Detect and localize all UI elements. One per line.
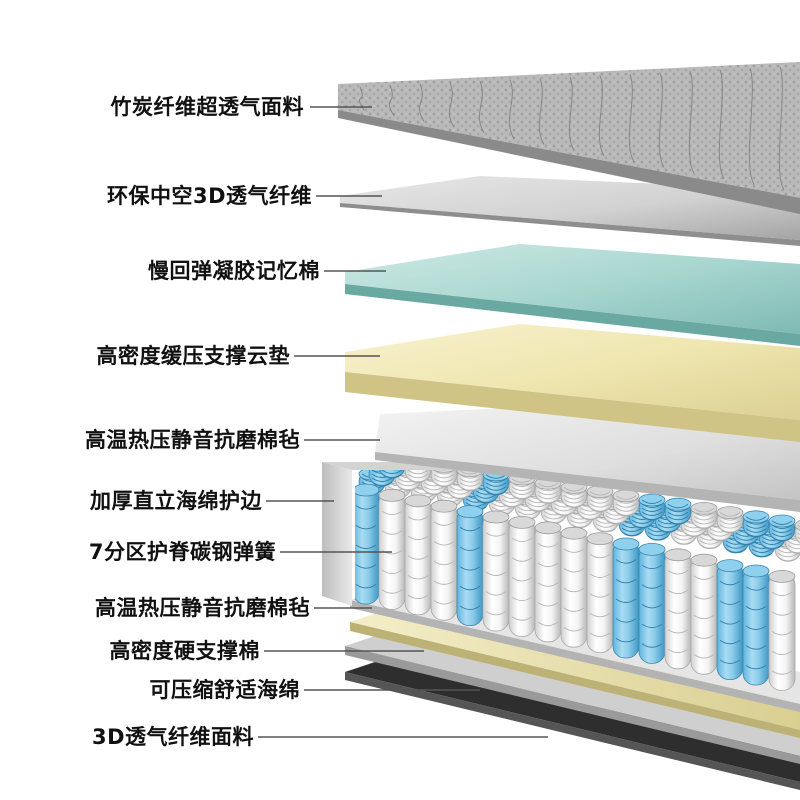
label-hollow-3d-fiber: 环保中空3D透气纤维 — [106, 184, 312, 208]
pocket-spring — [378, 470, 406, 479]
pocket-spring — [612, 537, 640, 659]
label-compressible-sponge: 可压缩舒适海绵 — [149, 678, 300, 702]
label-support-cloud-pad: 高密度缓压支撑云垫 — [96, 344, 290, 368]
quilt-stitch-line — [658, 72, 665, 168]
bottom-3d-fabric-layer — [345, 662, 800, 790]
pocket-spring — [430, 470, 458, 487]
pocket-spring — [768, 570, 796, 691]
quilt-stitch-line — [718, 69, 725, 180]
pocket-spring — [768, 514, 796, 542]
quilt-stitch-line — [538, 78, 545, 145]
quilt-stitch-line — [358, 86, 365, 111]
quilt-stitch-line — [568, 76, 575, 151]
pocket-spring — [586, 485, 614, 513]
pocket-spring — [404, 470, 432, 483]
label-felt-pad-lower: 高温热压静音抗磨棉毡 — [95, 596, 310, 620]
label-zoned-springs: 7分区护脊碳钢弹簧 — [88, 540, 276, 564]
label-foam-edge-guard: 加厚直立海绵护边 — [90, 489, 262, 513]
pocket-spring — [355, 483, 380, 605]
pocket-spring — [638, 543, 666, 664]
hard-support-foam-layer — [350, 612, 800, 738]
pocket-spring — [482, 510, 510, 632]
label-bottom-3d-fabric: 3D透气纤维面料 — [91, 725, 254, 749]
quilt-stitch-line — [478, 81, 485, 134]
pocket-spring — [690, 501, 718, 529]
bamboo-charcoal-fabric-layer — [338, 62, 800, 214]
quilt-stitch-line — [598, 75, 605, 157]
support-cloud-pad-layer — [345, 324, 800, 442]
quilt-stitch-line — [628, 73, 635, 162]
memory-gel-foam-layer — [345, 244, 800, 346]
label-bamboo-charcoal-fabric: 竹炭纤维超透气面料 — [110, 95, 304, 119]
quilt-stitch-line — [388, 85, 395, 117]
compressible-sponge-layer — [345, 636, 800, 764]
label-hard-support-foam: 高密度硬支撑棉 — [109, 639, 260, 663]
zoned-springs-layer — [355, 470, 800, 691]
pocket-spring — [742, 564, 770, 686]
pocket-spring — [638, 493, 666, 521]
hollow-3d-fiber-layer — [340, 176, 800, 246]
pocket-spring — [404, 494, 432, 616]
pocket-spring — [586, 532, 614, 653]
quilt-stitch-line — [688, 71, 695, 174]
pocket-spring — [534, 521, 562, 643]
pocket-spring — [560, 526, 588, 648]
pocket-spring — [430, 499, 458, 621]
quilt-stitch-line — [778, 66, 785, 191]
quilt-stitch-line — [508, 79, 515, 140]
pocket-spring — [742, 510, 770, 538]
pocket-spring — [716, 559, 744, 680]
quilt-stitch-line — [418, 83, 425, 122]
pocket-spring — [690, 553, 718, 675]
quilt-stitch-line — [748, 68, 755, 185]
pocket-spring — [664, 548, 692, 670]
pocket-spring — [508, 516, 536, 637]
pocket-spring — [456, 470, 484, 492]
label-felt-pad-upper: 高温热压静音抗磨棉毡 — [85, 428, 300, 452]
leader-lines — [258, 106, 548, 738]
pocket-spring — [716, 506, 744, 534]
pocket-spring — [664, 497, 692, 525]
label-memory-gel-foam: 慢回弹凝胶记忆棉 — [148, 259, 320, 283]
pocket-spring — [612, 489, 640, 517]
quilt-stitch-line — [448, 82, 455, 128]
pocket-spring — [378, 488, 406, 610]
pocket-spring — [456, 505, 484, 627]
